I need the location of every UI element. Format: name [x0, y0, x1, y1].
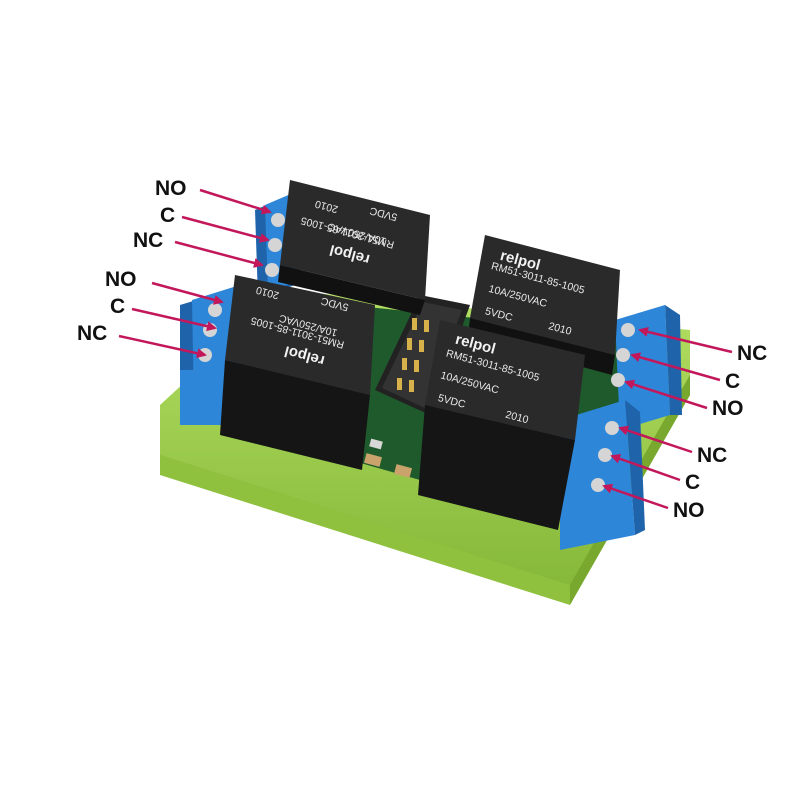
- label-right-nc-2: NC: [697, 444, 727, 467]
- label-right-nc-1: NC: [737, 342, 767, 365]
- relay-front-left: relpol RM51-3011-85-1005 10A/250VAC 5VDC…: [220, 275, 375, 470]
- relay-year-text: 2010: [504, 409, 530, 427]
- label-right-c-1: C: [725, 370, 740, 393]
- label-left-no-1: NO: [155, 177, 187, 200]
- label-right-c-2: C: [685, 471, 700, 494]
- right-label-group-2: NC C NO: [602, 425, 727, 522]
- right-label-group-1: NC C NO: [624, 326, 767, 420]
- relay-year-text: 2010: [547, 320, 573, 338]
- label-left-no-2: NO: [105, 268, 137, 291]
- relay-year-text: 2010: [255, 284, 281, 302]
- label-left-nc-1: NC: [133, 229, 163, 252]
- relay-front-right: relpol RM51-3011-85-1005 10A/250VAC 5VDC…: [418, 320, 585, 530]
- left-label-group-1: NO C NC: [133, 177, 272, 268]
- label-right-no-2: NO: [673, 499, 705, 522]
- relay-year-text: 2010: [314, 197, 340, 215]
- label-left-c-1: C: [160, 204, 175, 227]
- terminal-block-right-top: [611, 305, 682, 430]
- terminal-block-right-bottom: [560, 400, 645, 550]
- relay-back-left: relpol RM51-3011-85-1005 10A/250VAC 5VDC…: [278, 180, 430, 315]
- label-right-no-1: NO: [712, 397, 744, 420]
- label-left-c-2: C: [110, 295, 125, 318]
- label-left-nc-2: NC: [77, 322, 107, 345]
- left-label-group-2: NO C NC: [77, 268, 224, 359]
